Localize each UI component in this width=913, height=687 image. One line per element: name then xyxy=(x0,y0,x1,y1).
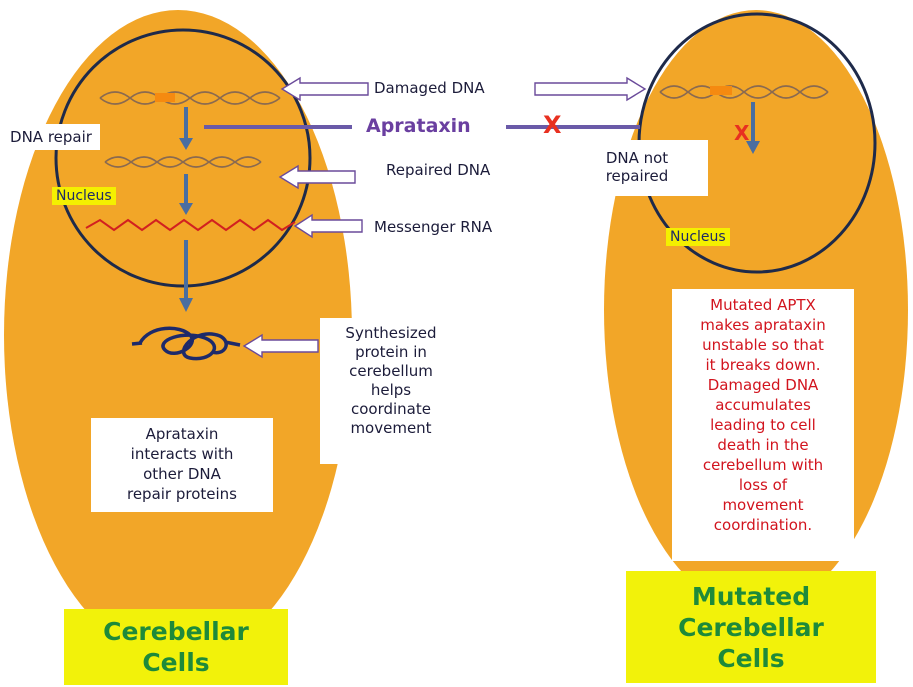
cross-mark-aprataxin: X xyxy=(543,112,562,138)
nucleus-label-left: Nucleus xyxy=(52,187,116,205)
right-cell-title: Mutated Cerebellar Cells xyxy=(626,571,876,683)
mutated-note-line-10: loss of xyxy=(672,475,854,495)
synthesized-protein-line-6: movement xyxy=(320,419,462,438)
mutated-note-line-9: cerebellum with xyxy=(672,455,854,475)
mutated-note-line-2: makes aprataxin xyxy=(672,315,854,335)
repaired-dna-label: Repaired DNA xyxy=(386,161,490,179)
mutated-aptx-note: Mutated APTX makes aprataxin unstable so… xyxy=(672,289,854,561)
synthesized-protein-line-5: coordinate xyxy=(320,400,462,419)
dna-not-repaired-line-1: DNA not xyxy=(566,149,708,167)
aprataxin-interacts-line-3: other DNA xyxy=(91,464,273,484)
mutated-note-line-4: it breaks down. xyxy=(672,355,854,375)
synthesized-protein-line-1: Synthesized xyxy=(320,324,462,343)
mutated-note-line-7: leading to cell xyxy=(672,415,854,435)
arrow-damaged-dna-right xyxy=(535,78,645,100)
messenger-rna-label: Messenger RNA xyxy=(374,218,492,236)
right-title-line-1: Mutated xyxy=(626,581,876,612)
damaged-dna-label: Damaged DNA xyxy=(374,79,485,97)
mutated-note-line-6: accumulates xyxy=(672,395,854,415)
damage-spot-right xyxy=(710,86,732,95)
left-title-line-1: Cerebellar xyxy=(64,616,288,647)
mutated-note-line-5: Damaged DNA xyxy=(672,375,854,395)
mutated-note-line-12: coordination. xyxy=(672,515,854,535)
mutated-note-line-8: death in the xyxy=(672,435,854,455)
synthesized-protein-line-3: cerebellum xyxy=(320,362,462,381)
dna-not-repaired-line-2: repaired xyxy=(566,167,708,185)
mutated-note-line-3: unstable so that xyxy=(672,335,854,355)
right-title-line-3: Cells xyxy=(626,643,876,674)
synthesized-protein-box: Synthesized protein in cerebellum helps … xyxy=(320,318,462,464)
aprataxin-interacts-line-1: Aprataxin xyxy=(91,424,273,444)
synthesized-protein-line-4: helps xyxy=(320,381,462,400)
aprataxin-label: Aprataxin xyxy=(366,115,471,137)
aprataxin-interacts-line-4: repair proteins xyxy=(91,484,273,504)
aprataxin-interacts-line-2: interacts with xyxy=(91,444,273,464)
arrow-damaged-dna-left xyxy=(282,78,368,100)
right-title-line-2: Cerebellar xyxy=(626,612,876,643)
left-title-line-2: Cells xyxy=(64,647,288,678)
mutated-note-line-1: Mutated APTX xyxy=(672,295,854,315)
dna-repair-label: DNA repair xyxy=(2,124,100,150)
aprataxin-interacts-box: Aprataxin interacts with other DNA repai… xyxy=(91,418,273,512)
cross-mark-nucleus: X xyxy=(734,122,749,144)
mutated-note-line-11: movement xyxy=(672,495,854,515)
left-cell-title: Cerebellar Cells xyxy=(64,609,288,685)
damage-spot-left xyxy=(155,93,175,102)
nucleus-label-right: Nucleus xyxy=(666,228,730,246)
synthesized-protein-line-2: protein in xyxy=(320,343,462,362)
dna-not-repaired-box: DNA not repaired xyxy=(566,140,708,196)
